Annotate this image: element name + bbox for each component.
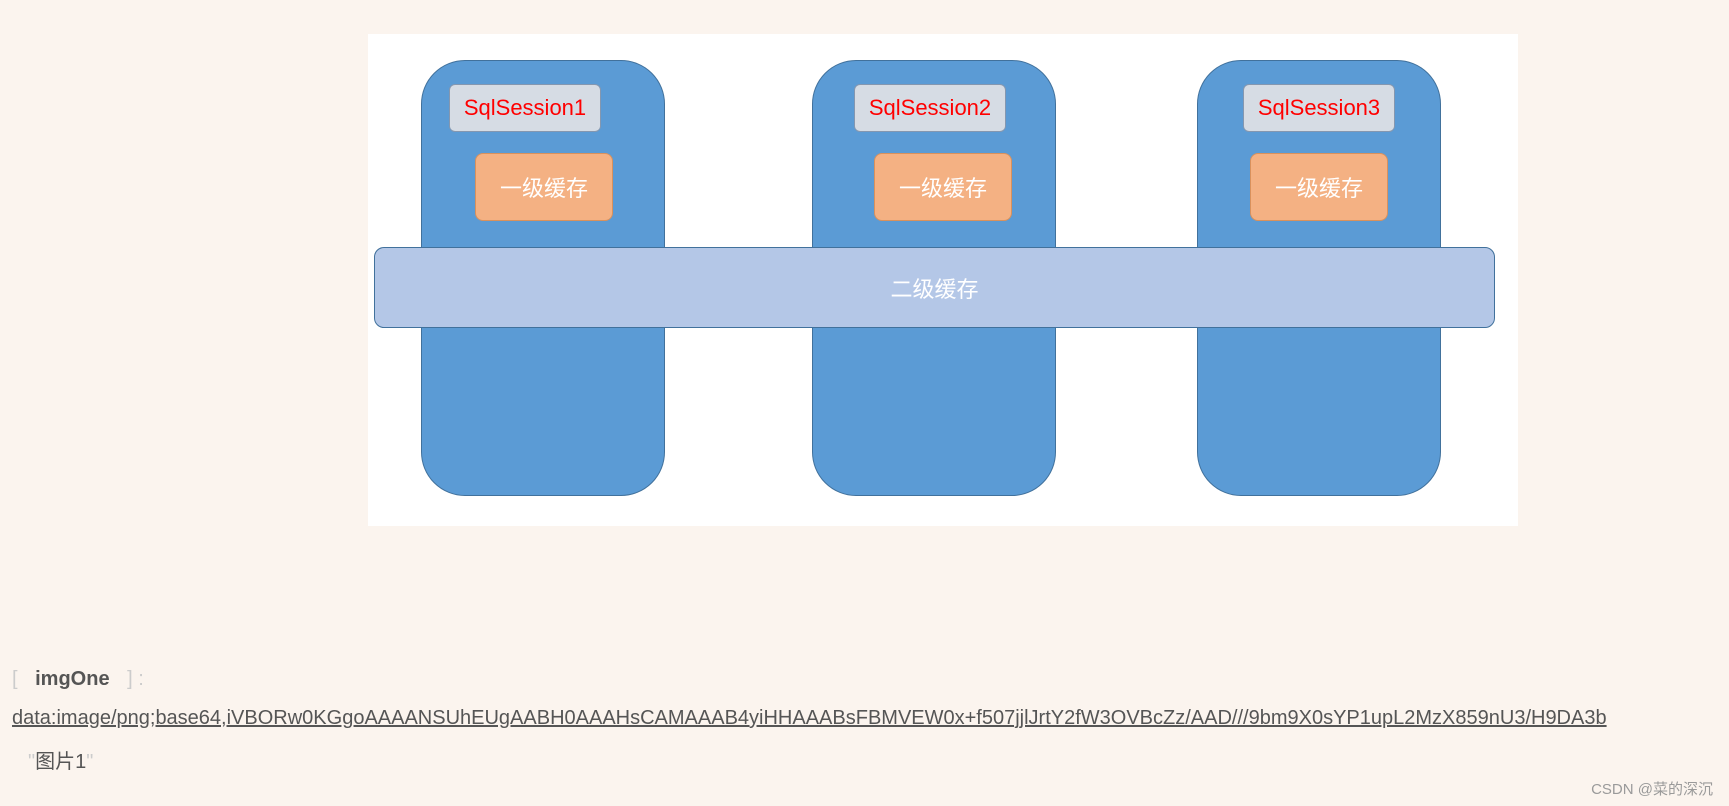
watermark: CSDN @菜的深沉 (1591, 781, 1713, 798)
image-meta-line: [ imgOne ] : (12, 668, 144, 691)
sqlsession-2-l1-cache: 一级缓存 (874, 153, 1012, 221)
sqlsession-3-l1-cache: 一级缓存 (1250, 153, 1388, 221)
meta-colon: : (138, 668, 144, 690)
caption-text: 图片1 (35, 751, 87, 773)
meta-key: imgOne (35, 668, 110, 690)
sqlsession-1-label: SqlSession1 (449, 84, 601, 132)
cache-diagram: SqlSession1 一级缓存 SqlSession2 一级缓存 SqlSes… (368, 34, 1518, 526)
image-caption: "图片1" (28, 745, 93, 774)
caption-close-quote: " (86, 751, 94, 773)
sqlsession-1-l1-cache: 一级缓存 (475, 153, 613, 221)
meta-open-bracket: [ (12, 668, 18, 690)
sqlsession-2-label: SqlSession2 (854, 84, 1006, 132)
meta-close-bracket: ] (127, 668, 133, 690)
l2-cache-bar: 二级缓存 (374, 247, 1495, 328)
sqlsession-3-label: SqlSession3 (1243, 84, 1395, 132)
caption-open-quote: " (28, 751, 36, 773)
image-data-url-link[interactable]: data:image/png;base64,iVBORw0KGgoAAAANSU… (12, 707, 1607, 729)
